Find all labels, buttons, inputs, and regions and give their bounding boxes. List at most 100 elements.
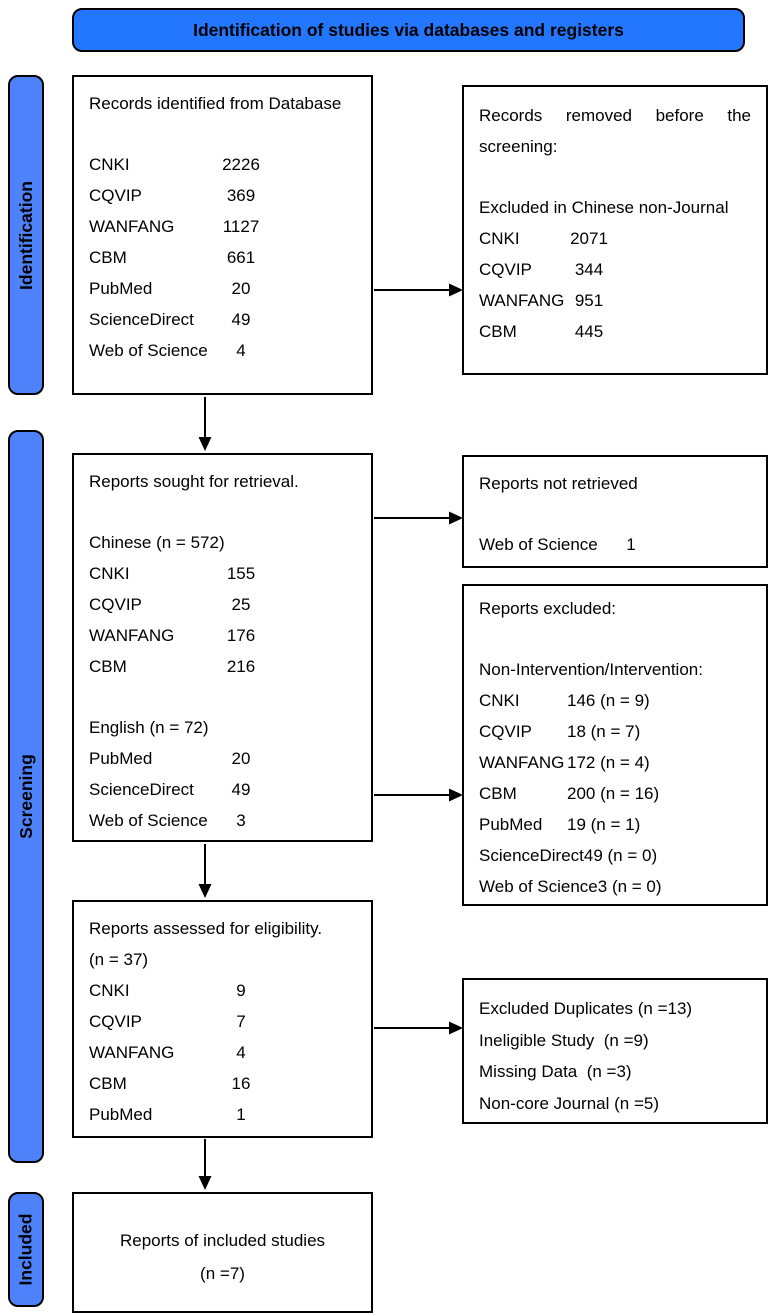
db-count-row: CQVIP 7 [89, 1006, 356, 1037]
box-subtitle: (n = 37) [89, 950, 149, 969]
box-excluded-reasons: Excluded Duplicates (n =13) Ineligible S… [462, 978, 768, 1124]
group-label-english: English (n = 72) [89, 718, 209, 737]
exclusion-reason: Ineligible Study (n =9) [479, 1030, 649, 1050]
db-name: CNKI [479, 691, 520, 710]
box-title: Reports excluded: [479, 599, 617, 618]
db-count: 1 [626, 535, 636, 554]
box-title: Records removed before the screening: [479, 106, 756, 156]
db-count-row: CBM 16 [89, 1068, 356, 1099]
db-count: 661 [226, 248, 256, 267]
db-name: Web of Science [89, 341, 208, 360]
box-subtitle: Excluded in Chinese non-Journal [479, 198, 729, 217]
db-name: CNKI [89, 981, 130, 1000]
db-count-row: Web of Science 3 [89, 805, 356, 836]
db-name: WANFANG [89, 626, 175, 645]
banner-title: Identification of studies via databases … [72, 8, 745, 52]
stage-label-identification: Identification [15, 180, 36, 290]
db-name: CBM [479, 784, 517, 803]
db-count: 4 [236, 341, 246, 360]
db-count-row: WANFANG 1127 [89, 211, 356, 242]
db-name: CQVIP [89, 1012, 142, 1031]
arrow-assessed-to-excluded-reasons [374, 1021, 463, 1035]
db-count-row: WANFANG 951 [479, 285, 751, 316]
db-name: CBM [89, 248, 127, 267]
box-title: Reports assessed for eligibility. [89, 919, 323, 938]
db-count-row: CBM 216 [89, 651, 356, 682]
db-name: WANFANG [89, 1043, 175, 1062]
db-name: ScienceDirect [89, 310, 194, 329]
exclusion-reason: Excluded Duplicates (n =13) [479, 999, 693, 1018]
stage-label-screening: Screening [15, 754, 36, 839]
db-count: 1127 [222, 217, 260, 236]
db-count: 20 [231, 749, 251, 768]
box-title: Reports sought for retrieval. [89, 472, 299, 491]
db-count-row: PubMed 20 [89, 743, 356, 774]
db-name: CNKI [479, 229, 520, 248]
db-name: PubMed [89, 1105, 153, 1124]
db-count: 1 [236, 1105, 246, 1124]
db-name: ScienceDirect [89, 780, 194, 799]
db-name: CQVIP [89, 186, 142, 205]
db-count-row: CNKI 2226 [89, 149, 356, 180]
db-count: 3 (n = 0) [597, 877, 662, 896]
db-count-row: WANFANG 4 [89, 1037, 356, 1068]
db-count: 20 [231, 279, 251, 298]
db-count-row: CNKI 2071 [479, 223, 751, 254]
db-count: 2226 [222, 155, 260, 174]
box-included-studies: Reports of included studies (n =7) [72, 1192, 373, 1313]
db-name: PubMed [479, 815, 543, 834]
db-count: 155 [226, 564, 256, 583]
box-records-identified: Records identified from Database CNKI 22… [72, 75, 373, 395]
box-reports-excluded: Reports excluded: Non-Intervention/Inter… [462, 584, 768, 906]
stage-bar-included: Included [8, 1192, 44, 1307]
db-count: 344 [574, 260, 604, 279]
db-count-row: CBM 661 [89, 242, 356, 273]
db-name: WANFANG [479, 753, 565, 772]
banner-title-text: Identification of studies via databases … [193, 19, 624, 40]
db-count-row: PubMed 19 (n = 1) [479, 809, 751, 840]
db-name: WANFANG [89, 217, 175, 236]
db-name: CBM [89, 1074, 127, 1093]
db-count-row: CNKI 146 (n = 9) [479, 685, 751, 716]
box-title: Reports of included studies [119, 1231, 326, 1250]
db-name: CQVIP [479, 722, 532, 741]
db-count-row: Web of Science 1 [479, 529, 751, 560]
arrow-sought-to-assessed [198, 844, 212, 898]
db-name: PubMed [89, 749, 153, 768]
db-count: 369 [226, 186, 256, 205]
db-name: ScienceDirect [479, 846, 584, 865]
box-title: Reports not retrieved [479, 474, 638, 493]
db-count: 49 (n = 0) [583, 846, 658, 865]
db-count: 2071 [570, 229, 608, 248]
db-name: CNKI [89, 564, 130, 583]
db-count-row: Web of Science 4 [89, 335, 356, 366]
db-count-row: CBM 445 [479, 316, 751, 347]
arrow-assessed-to-included [198, 1139, 212, 1190]
stage-bar-screening: Screening [8, 430, 44, 1163]
db-count: 200 (n = 16) [567, 784, 660, 803]
db-count-row: CQVIP 18 (n = 7) [479, 716, 751, 747]
arrow-sought-to-not-retrieved [374, 511, 463, 525]
db-name: CNKI [89, 155, 130, 174]
db-count-row: WANFANG 172 (n = 4) [479, 747, 751, 778]
stage-label-included: Included [15, 1213, 36, 1286]
db-count: 7 [236, 1012, 246, 1031]
box-reports-not-retrieved: Reports not retrieved Web of Science 1 [462, 455, 768, 568]
box-reports-sought: Reports sought for retrieval. Chinese (n… [72, 453, 373, 842]
db-count: 176 [226, 626, 256, 645]
group-label-chinese: Chinese (n = 572) [89, 533, 225, 552]
db-count-row: CBM 200 (n = 16) [479, 778, 751, 809]
db-name: CBM [479, 322, 517, 341]
box-records-removed: Records removed before the screening: Ex… [462, 85, 768, 375]
db-count: 951 [574, 291, 604, 310]
db-name: WANFANG [479, 291, 565, 310]
db-count: 146 (n = 9) [567, 691, 650, 710]
arrow-identified-to-sought [198, 397, 212, 451]
db-count: 18 (n = 7) [567, 722, 641, 741]
db-count: 49 [231, 310, 251, 329]
db-count: 16 [231, 1074, 251, 1093]
db-count: 3 [236, 811, 246, 830]
db-count-row: CQVIP 369 [89, 180, 356, 211]
db-count-row: WANFANG 176 [89, 620, 356, 651]
